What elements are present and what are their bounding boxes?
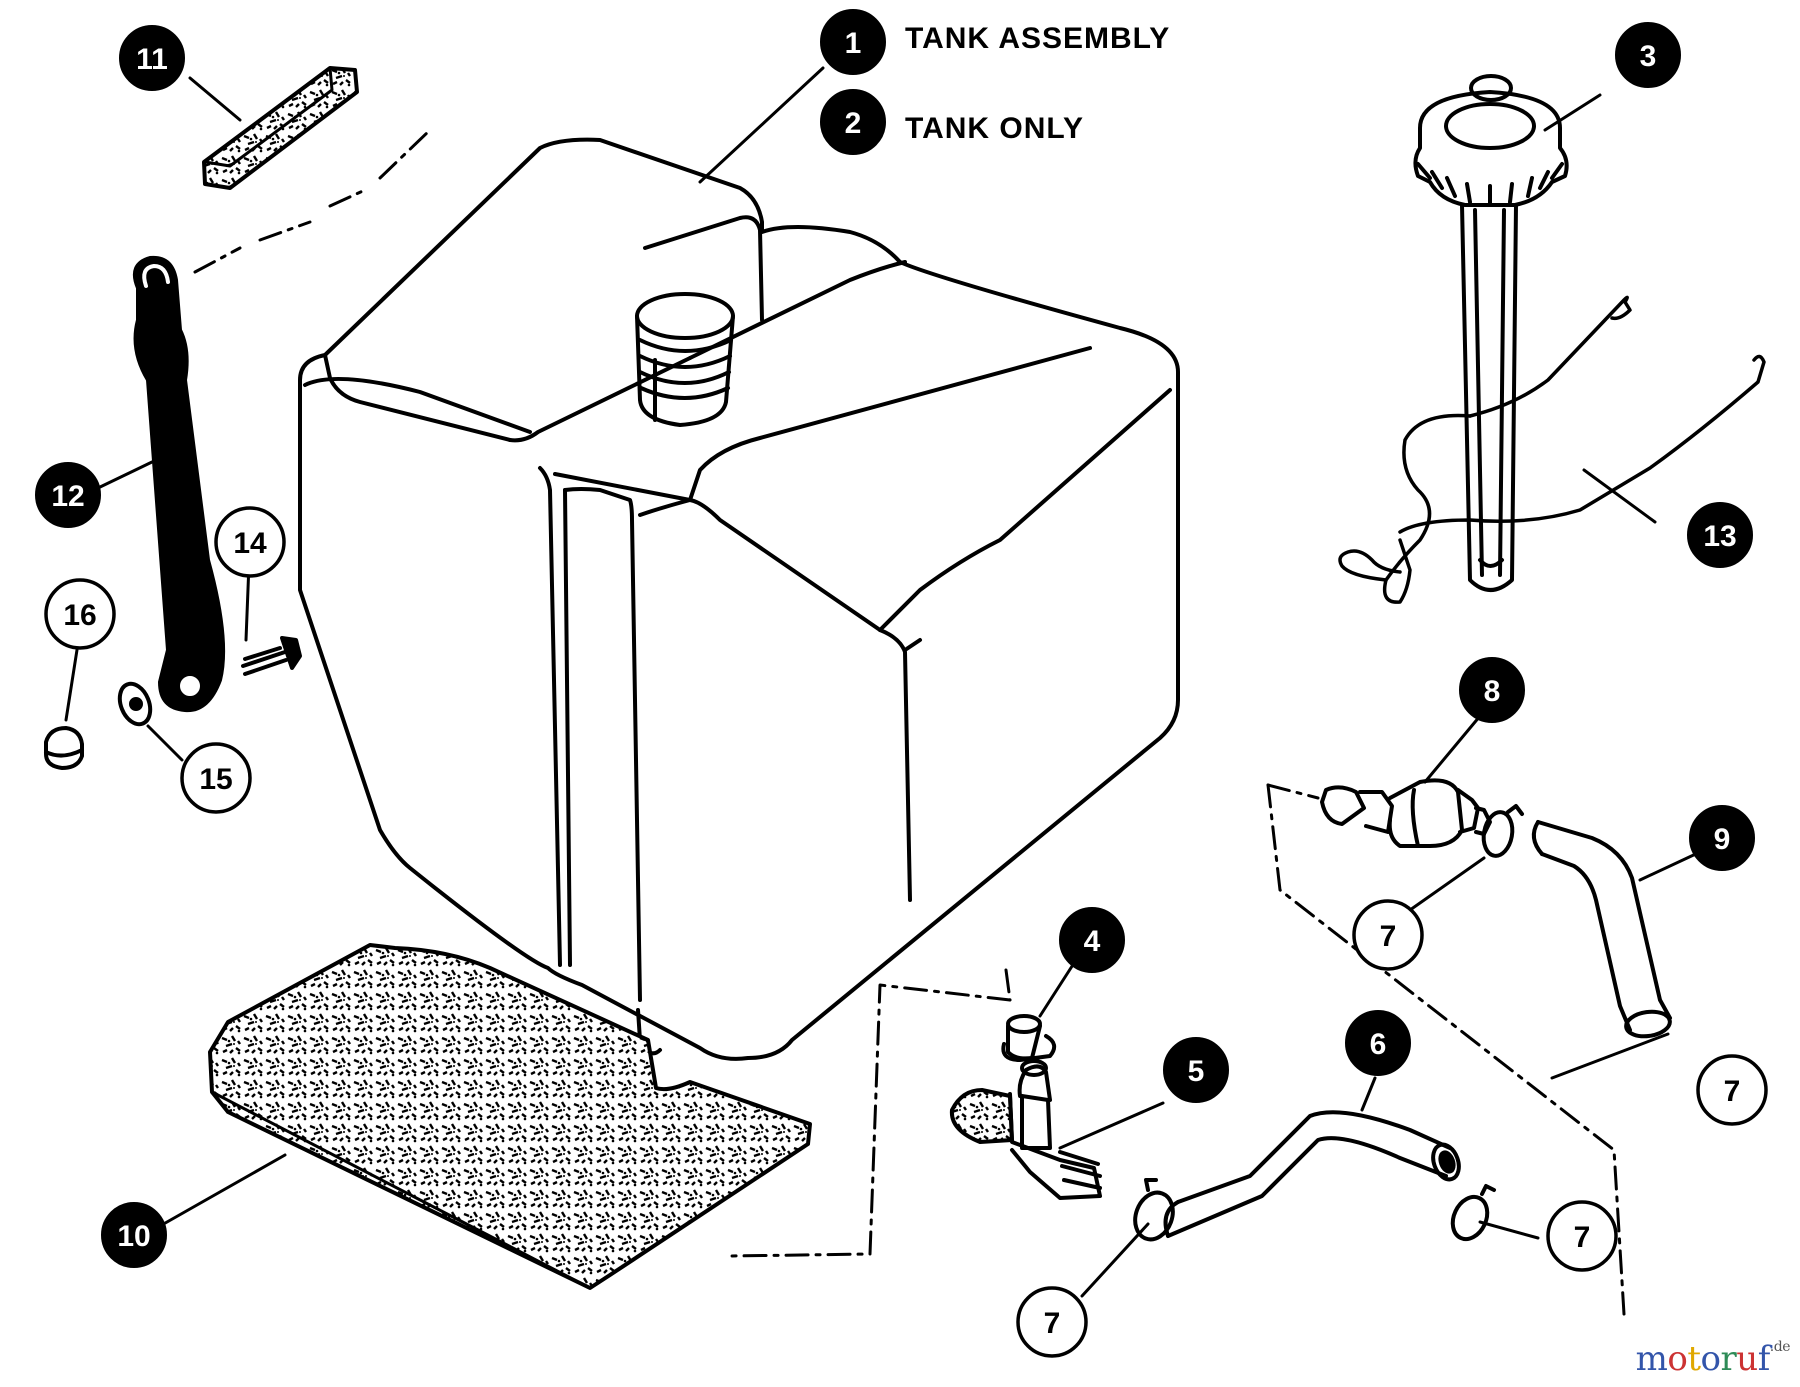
watermark-letters: motoruf [1635,1339,1771,1379]
callout-label: 5 [1188,1055,1205,1088]
watermark-suffix: .de [1769,1339,1791,1355]
callout-label: 10 [117,1220,150,1253]
elbow-fitting [1001,1014,1057,1062]
callout-label: 14 [233,527,267,560]
callout-9-11: 9 [1689,805,1755,871]
watermark-letter: o [1700,1339,1721,1379]
watermark-letter: t [1687,1339,1701,1379]
callout-label: 8 [1484,675,1501,708]
callout-3-2: 3 [1615,22,1681,88]
callout-label: 1 [845,27,862,60]
callout-12-14: 12 [35,462,101,528]
callout-7-8: 7 [1546,1200,1618,1272]
tee-fitting [949,1059,1102,1200]
foam-strip [202,66,359,190]
callout-label: 11 [136,43,168,76]
callout-5-4: 5 [1163,1037,1229,1103]
cap-gauge [1413,74,1569,592]
routing-lines [193,128,1626,1316]
callout-15-17: 15 [180,742,252,814]
callout-label: 7 [1380,920,1397,953]
callout-label: 15 [199,763,232,796]
callout-7-6: 7 [1352,899,1424,971]
callout-label: 16 [63,599,96,632]
callout-label: 13 [1703,520,1736,553]
callout-label: 7 [1044,1307,1061,1340]
watermark-letter: u [1736,1339,1758,1379]
callout-label: 12 [51,480,84,513]
caption-tank-assembly: TANK ASSEMBLY [905,22,1170,55]
watermark-letter: m [1635,1339,1668,1379]
fuel-line [1133,1110,1496,1242]
watermark-logo: motoruf.de [1635,1339,1791,1379]
callout-11-13: 11 [119,25,185,91]
hardware [44,636,302,770]
watermark-letter: f [1757,1339,1771,1379]
callout-label: 3 [1640,40,1657,73]
callout-label: 6 [1370,1028,1387,1061]
caption-tank-only: TANK ONLY [905,112,1084,145]
callout-13-15: 13 [1687,502,1753,568]
callout-1: 1 [820,9,886,75]
callout-label: 9 [1714,823,1731,856]
callout-label: 4 [1084,925,1101,958]
callout-7-9: 7 [1016,1286,1088,1358]
callout-label: 2 [845,107,862,140]
fuel-tank [298,137,1180,1061]
strap [133,255,226,713]
fuel-filter [1320,778,1492,848]
callout-label: 7 [1724,1075,1741,1108]
watermark-letter: o [1667,1339,1688,1379]
callout-label: 7 [1574,1221,1591,1254]
callout-6-5: 6 [1345,1010,1411,1076]
callout-2-1: 2 [820,89,886,155]
foam-pad [208,943,812,1290]
watermark-letter: r [1720,1339,1737,1379]
callout-14-16: 14 [214,506,286,578]
callout-4-3: 4 [1059,907,1125,973]
callout-10-12: 10 [101,1202,167,1268]
retaining-clip [1338,295,1766,604]
callout-7-7: 7 [1696,1054,1768,1126]
fuel-hose [1481,804,1672,1039]
callout-16-18: 16 [44,578,116,650]
callout-8-10: 8 [1459,657,1525,723]
